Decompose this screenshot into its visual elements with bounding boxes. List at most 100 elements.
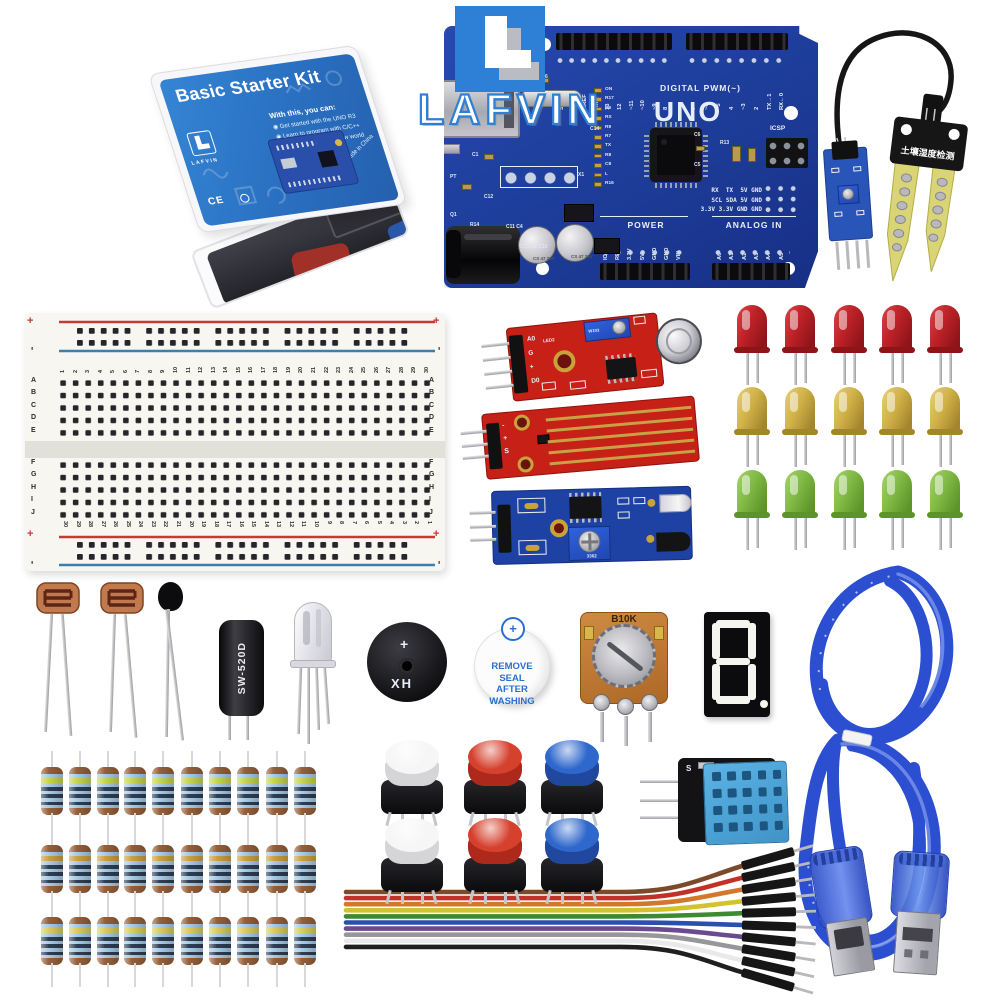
resistor: [41, 751, 63, 837]
breadboard-column-number: 13: [275, 521, 282, 528]
jumper-wire: [343, 863, 745, 895]
resistor: [152, 751, 174, 837]
breadboard-column-number: 24: [348, 366, 355, 373]
breadboard-row-letter: C: [429, 401, 435, 409]
resistor-leg: [276, 813, 278, 837]
dht-hole: [711, 771, 721, 782]
breadboard-column-number: 17: [260, 366, 267, 373]
led-leg: [939, 518, 942, 550]
led-leg: [891, 518, 894, 550]
smd-part: [594, 125, 602, 131]
led-flange: [927, 347, 963, 353]
breadboard-column-number: 25: [361, 366, 368, 373]
jumper-connector: [741, 877, 796, 894]
dht-hole: [757, 770, 767, 780]
jumper-connector: [741, 847, 795, 870]
jumper-connector: [741, 862, 796, 882]
silkscreen-ref: R16: [605, 181, 614, 186]
resistor-leg: [162, 963, 164, 987]
jumper-pin: [795, 925, 817, 929]
breadboard-row-letter: D: [31, 414, 37, 422]
jumper-pin: [795, 955, 816, 962]
yellow-led: [927, 387, 963, 469]
button-pin: [591, 889, 598, 905]
resistor: [237, 751, 259, 837]
breadboard-column-number: 29: [74, 521, 81, 528]
push-button: [379, 818, 445, 912]
jumper-wire: [343, 932, 745, 951]
resistor-body: [124, 917, 146, 965]
jumper-pin: [795, 876, 816, 883]
smd-part: [594, 135, 602, 140]
resistor-leg: [107, 963, 109, 987]
rail-plus: +: [433, 315, 440, 327]
led-leg: [746, 353, 749, 385]
push-button: [539, 740, 605, 834]
breadboard-column-number: 11: [300, 521, 307, 527]
led-dome: [737, 387, 767, 431]
atmega-chip: [644, 122, 708, 188]
breadboard-column-number: 18: [212, 521, 219, 528]
rail-plus: +: [27, 528, 34, 540]
jumper-connector: [741, 907, 797, 918]
button-pin: [421, 892, 424, 904]
digital-pin-label: ~10: [640, 100, 647, 110]
pot-value: 3362: [586, 553, 597, 559]
x1-pads: [500, 166, 578, 188]
breadboard-row-letter: A: [429, 377, 435, 384]
led-leg: [901, 353, 904, 383]
resistor-body: [209, 767, 231, 815]
breadboard-column-number: 3: [85, 369, 92, 373]
dht-hole: [713, 805, 722, 816]
resistor: [209, 751, 231, 837]
breadboard-row-letter: C: [31, 401, 37, 409]
resistor-leg: [276, 901, 278, 919]
ir-emitter-led: [659, 493, 692, 513]
breadboard-column-number: 23: [149, 521, 156, 528]
button-pin: [431, 889, 438, 905]
breadboard-row-letter: J: [31, 508, 35, 516]
dht-hole: [758, 804, 768, 814]
resistor-body: [237, 917, 259, 965]
silkscreen-ref: ON: [605, 87, 613, 92]
resistor-body: [294, 767, 316, 815]
resistor-body: [237, 845, 259, 893]
dht-hole: [728, 805, 738, 815]
jumper-connector: [741, 892, 797, 906]
pin-label: G: [528, 349, 534, 357]
silkscreen-ref: RX: [605, 115, 612, 121]
pot-knob: [592, 624, 656, 688]
led-dome: [882, 387, 912, 431]
silkscreen-ref: R7: [605, 134, 612, 139]
jumper-connector: [741, 920, 797, 932]
dht-hole: [744, 821, 753, 832]
led-leg: [853, 353, 856, 383]
led-dome: [882, 305, 912, 349]
pin-label: -: [501, 422, 505, 430]
dht-hole: [743, 804, 753, 815]
smd-part: [594, 153, 602, 159]
brand-wordmark: LAFVIN: [417, 85, 604, 135]
breadboard-column-number: 2: [413, 521, 420, 525]
resistor-leg: [304, 829, 306, 847]
led-leg: [901, 518, 904, 548]
led-flange: [782, 512, 818, 518]
resistor-leg: [51, 829, 53, 847]
ir-obstacle-sensor: 3362: [469, 483, 708, 569]
led-leg: [939, 353, 942, 385]
resistor-leg: [219, 829, 221, 847]
resistor: [266, 751, 288, 837]
resistor-leg: [247, 901, 249, 919]
resistor-leg: [162, 751, 164, 769]
soil-sensor-cable: [834, 30, 954, 153]
smd-part: [594, 144, 602, 149]
breadboard-row-letter: E: [429, 426, 434, 434]
silkscreen-ref: PT: [450, 174, 457, 180]
icsp-label: ICSP: [770, 125, 786, 132]
led-flange: [879, 429, 915, 435]
jumper-wire: [343, 938, 745, 963]
rail-minus: -: [433, 560, 446, 565]
breadboard-row-letter: J: [429, 508, 433, 516]
